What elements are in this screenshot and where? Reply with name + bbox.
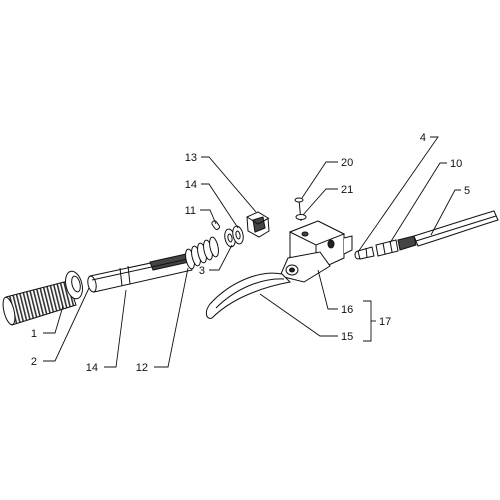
callout-14-lower: 14 [86, 362, 98, 374]
callout-17: 17 [379, 316, 391, 328]
callout-13: 13 [185, 152, 197, 164]
callout-3: 3 [199, 265, 205, 277]
throttle-tube-part [87, 253, 193, 293]
hose-part [413, 210, 499, 247]
callout-16: 16 [341, 304, 353, 316]
callout-2: 2 [31, 356, 37, 368]
grip-part [2, 270, 83, 326]
brake-lever-part [205, 251, 331, 319]
callout-4: 4 [420, 132, 426, 144]
screw-washer-part [295, 214, 307, 220]
callout-10: 10 [450, 158, 462, 170]
callout-labels: 1 2 14 12 3 11 14 13 20 21 4 10 5 16 15 … [31, 132, 470, 374]
cable-fitting-part [375, 235, 417, 257]
callout-20: 20 [341, 157, 353, 169]
callout-11: 11 [185, 205, 196, 217]
spring-part [185, 236, 219, 270]
callout-15: 15 [341, 331, 353, 343]
callout-5: 5 [464, 185, 470, 197]
pin-part [211, 220, 221, 230]
adjuster-part [354, 246, 375, 260]
callout-12: 12 [136, 362, 148, 374]
callout-14-upper: 14 [185, 179, 197, 191]
callout-21: 21 [341, 184, 353, 196]
washer-part [224, 225, 244, 248]
nut-part [246, 211, 270, 238]
callout-1: 1 [31, 328, 37, 340]
leader-lines [43, 136, 461, 368]
